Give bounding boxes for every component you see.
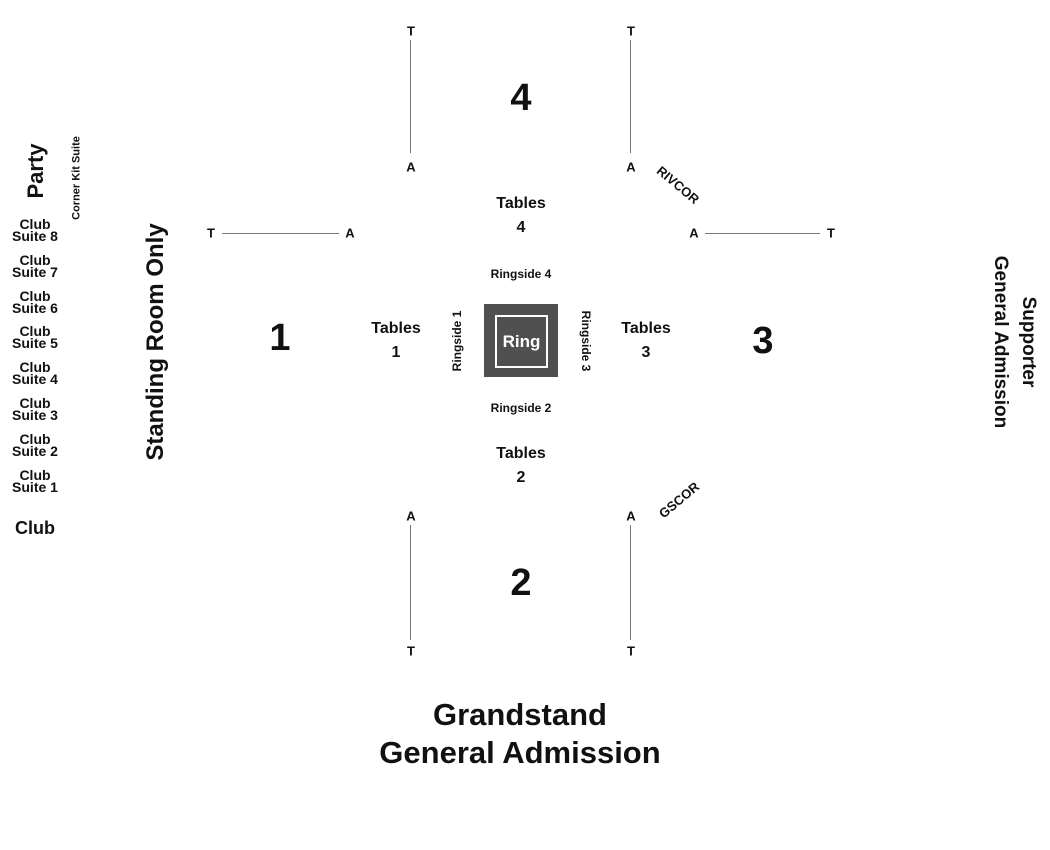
- aisle-line-right: [705, 233, 820, 234]
- tables-number: 3: [641, 344, 651, 361]
- rivcor-label[interactable]: RIVCOR: [653, 163, 703, 207]
- supporter-ga-label: General Admission: [990, 255, 1011, 429]
- tables-3-section[interactable]: Tables 3: [621, 317, 671, 365]
- club-suite-line2: Suite 6: [12, 299, 58, 316]
- club-suite-line2: Suite 7: [12, 263, 58, 280]
- section-3-label[interactable]: 3: [752, 320, 774, 362]
- supporter-general-admission-section[interactable]: Supporter General Admission: [986, 256, 1042, 428]
- ring-label: Ring: [495, 315, 548, 368]
- aisle-t-marker: T: [627, 643, 635, 659]
- section-1-label[interactable]: 1: [269, 317, 291, 359]
- aisle-t-marker: T: [627, 23, 635, 39]
- aisle-line-top-right: [630, 40, 631, 153]
- aisle-a-marker: A: [345, 225, 355, 241]
- club-suite-line1: Club: [19, 287, 51, 304]
- aisle-a-marker: A: [626, 508, 636, 524]
- section-2-label[interactable]: 2: [510, 562, 532, 604]
- tables-label: Tables: [496, 195, 546, 212]
- aisle-line-bottom-right: [630, 525, 631, 640]
- club-suite-line1: Club: [19, 251, 51, 268]
- club-suite-line2: Suite 1: [12, 478, 58, 495]
- aisle-line-bottom-left: [410, 525, 411, 640]
- tables-number: 4: [516, 219, 526, 236]
- ring: Ring: [484, 304, 558, 377]
- tables-label: Tables: [496, 445, 546, 462]
- club-suite-line2: Suite 4: [12, 371, 58, 388]
- aisle-line-left: [222, 233, 339, 234]
- tables-label: Tables: [621, 320, 671, 337]
- ringside-2-section[interactable]: Ringside 2: [490, 401, 552, 415]
- tables-1-section[interactable]: Tables 1: [371, 317, 421, 365]
- grandstand-ga-label: General Admission: [379, 735, 661, 770]
- club-suite-line2: Suite 3: [12, 407, 58, 423]
- grandstand-label: Grandstand: [433, 697, 607, 732]
- club-suite-line1: Club: [19, 395, 51, 411]
- ringside-4-section[interactable]: Ringside 4: [490, 267, 552, 281]
- aisle-a-marker: A: [626, 159, 636, 175]
- supporter-label: Supporter: [1018, 296, 1039, 388]
- section-4-label[interactable]: 4: [510, 77, 532, 119]
- club-suite-line1: Club: [19, 323, 51, 340]
- club-suite-line1: Club: [19, 466, 51, 483]
- aisle-line-top-left: [410, 40, 411, 153]
- club-suite-line2: Suite 8: [12, 228, 58, 244]
- ringside-1-section[interactable]: Ringside 1: [450, 310, 464, 372]
- tables-2-section[interactable]: Tables 2: [496, 442, 546, 490]
- party-section[interactable]: Party: [23, 143, 48, 199]
- tables-label: Tables: [371, 320, 421, 337]
- tables-number: 2: [516, 469, 526, 486]
- club-suite-line2: Suite 2: [12, 442, 58, 459]
- club-suite-line2: Suite 5: [12, 335, 58, 352]
- gscor-label[interactable]: GSCOR: [655, 478, 703, 522]
- tables-number: 1: [391, 344, 401, 361]
- ringside-3-section[interactable]: Ringside 3: [579, 310, 593, 372]
- tables-4-section[interactable]: Tables 4: [496, 192, 546, 240]
- standing-room-only-section[interactable]: Standing Room Only: [142, 223, 169, 461]
- corner-kit-suite-section[interactable]: Corner Kit Suite: [70, 136, 83, 220]
- aisle-a-marker: A: [406, 508, 416, 524]
- aisle-a-marker: A: [406, 159, 416, 175]
- aisle-t-marker: T: [407, 23, 415, 39]
- aisle-t-marker: T: [827, 225, 835, 241]
- club-section[interactable]: Club: [15, 518, 55, 538]
- club-suite-line1: Club: [19, 430, 51, 447]
- aisle-t-marker: T: [407, 643, 415, 659]
- club-suite-line1: Club: [19, 359, 51, 376]
- aisle-a-marker: A: [689, 225, 699, 241]
- aisle-t-marker: T: [207, 225, 215, 241]
- club-suite-line1: Club: [19, 216, 51, 232]
- grandstand-general-admission-section[interactable]: Grandstand General Admission: [379, 696, 660, 772]
